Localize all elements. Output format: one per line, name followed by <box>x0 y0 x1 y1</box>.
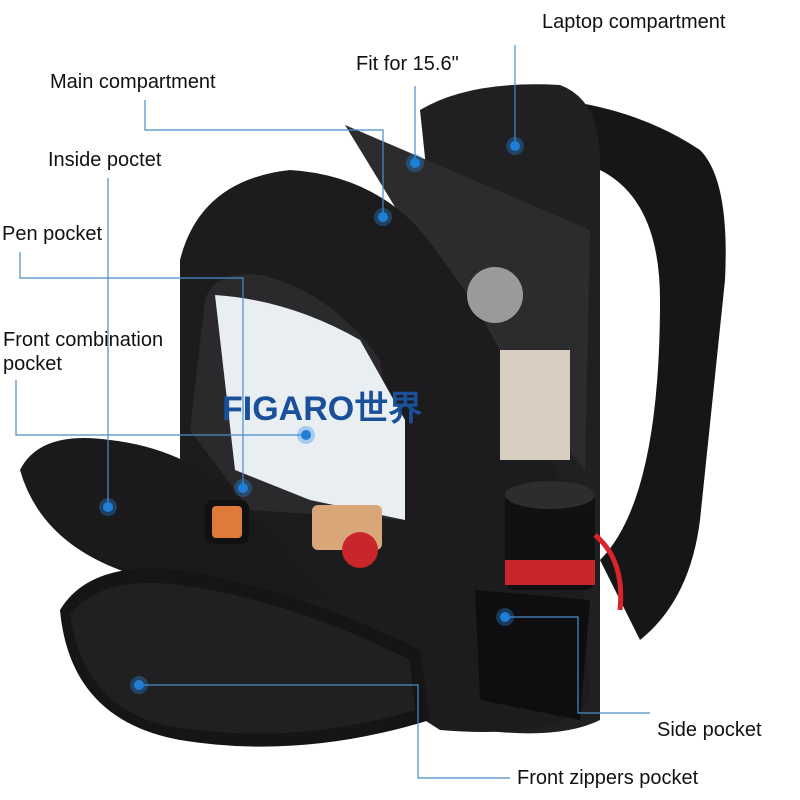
pouch <box>500 350 570 460</box>
front-flap <box>20 438 330 600</box>
dot-pen-pocket <box>234 479 252 497</box>
label-fit-for: Fit for 15.6" <box>356 53 459 75</box>
side-pocket-mesh <box>475 590 590 720</box>
dot-front-zippers <box>130 676 148 694</box>
dot-side-pocket <box>496 608 514 626</box>
dot-fit-for <box>406 154 424 172</box>
magazine <box>215 295 405 520</box>
label-main-compartment: Main compartment <box>50 71 216 93</box>
callout-dots <box>99 137 524 694</box>
line-front-zippers <box>139 684 510 779</box>
label-front-combination-line1: Front combination <box>3 329 164 351</box>
label-side-pocket: Side pocket <box>657 719 762 741</box>
line-pen-pocket <box>19 252 244 488</box>
label-laptop-compartment: Laptop compartment <box>542 11 726 33</box>
dot-laptop-compartment <box>506 137 524 155</box>
dot-inside-pocket <box>99 498 117 516</box>
label-front-zippers-pocket: Front zippers pocket <box>517 767 699 789</box>
label-inside-pocket: Inside poctet <box>48 149 162 171</box>
line-side-pocket <box>505 616 650 714</box>
magazine-title: FIGARO世界 <box>222 390 422 428</box>
line-front-combination <box>15 380 306 436</box>
dot-front-combination <box>297 426 315 444</box>
label-pen-pocket: Pen pocket <box>2 223 103 245</box>
line-main-compartment <box>144 100 384 217</box>
callout-lines <box>15 45 650 779</box>
label-front-combination-line2: pocket <box>3 353 62 375</box>
headphones <box>467 267 523 323</box>
shoulder-strap <box>560 100 726 640</box>
dot-main-compartment <box>374 208 392 226</box>
